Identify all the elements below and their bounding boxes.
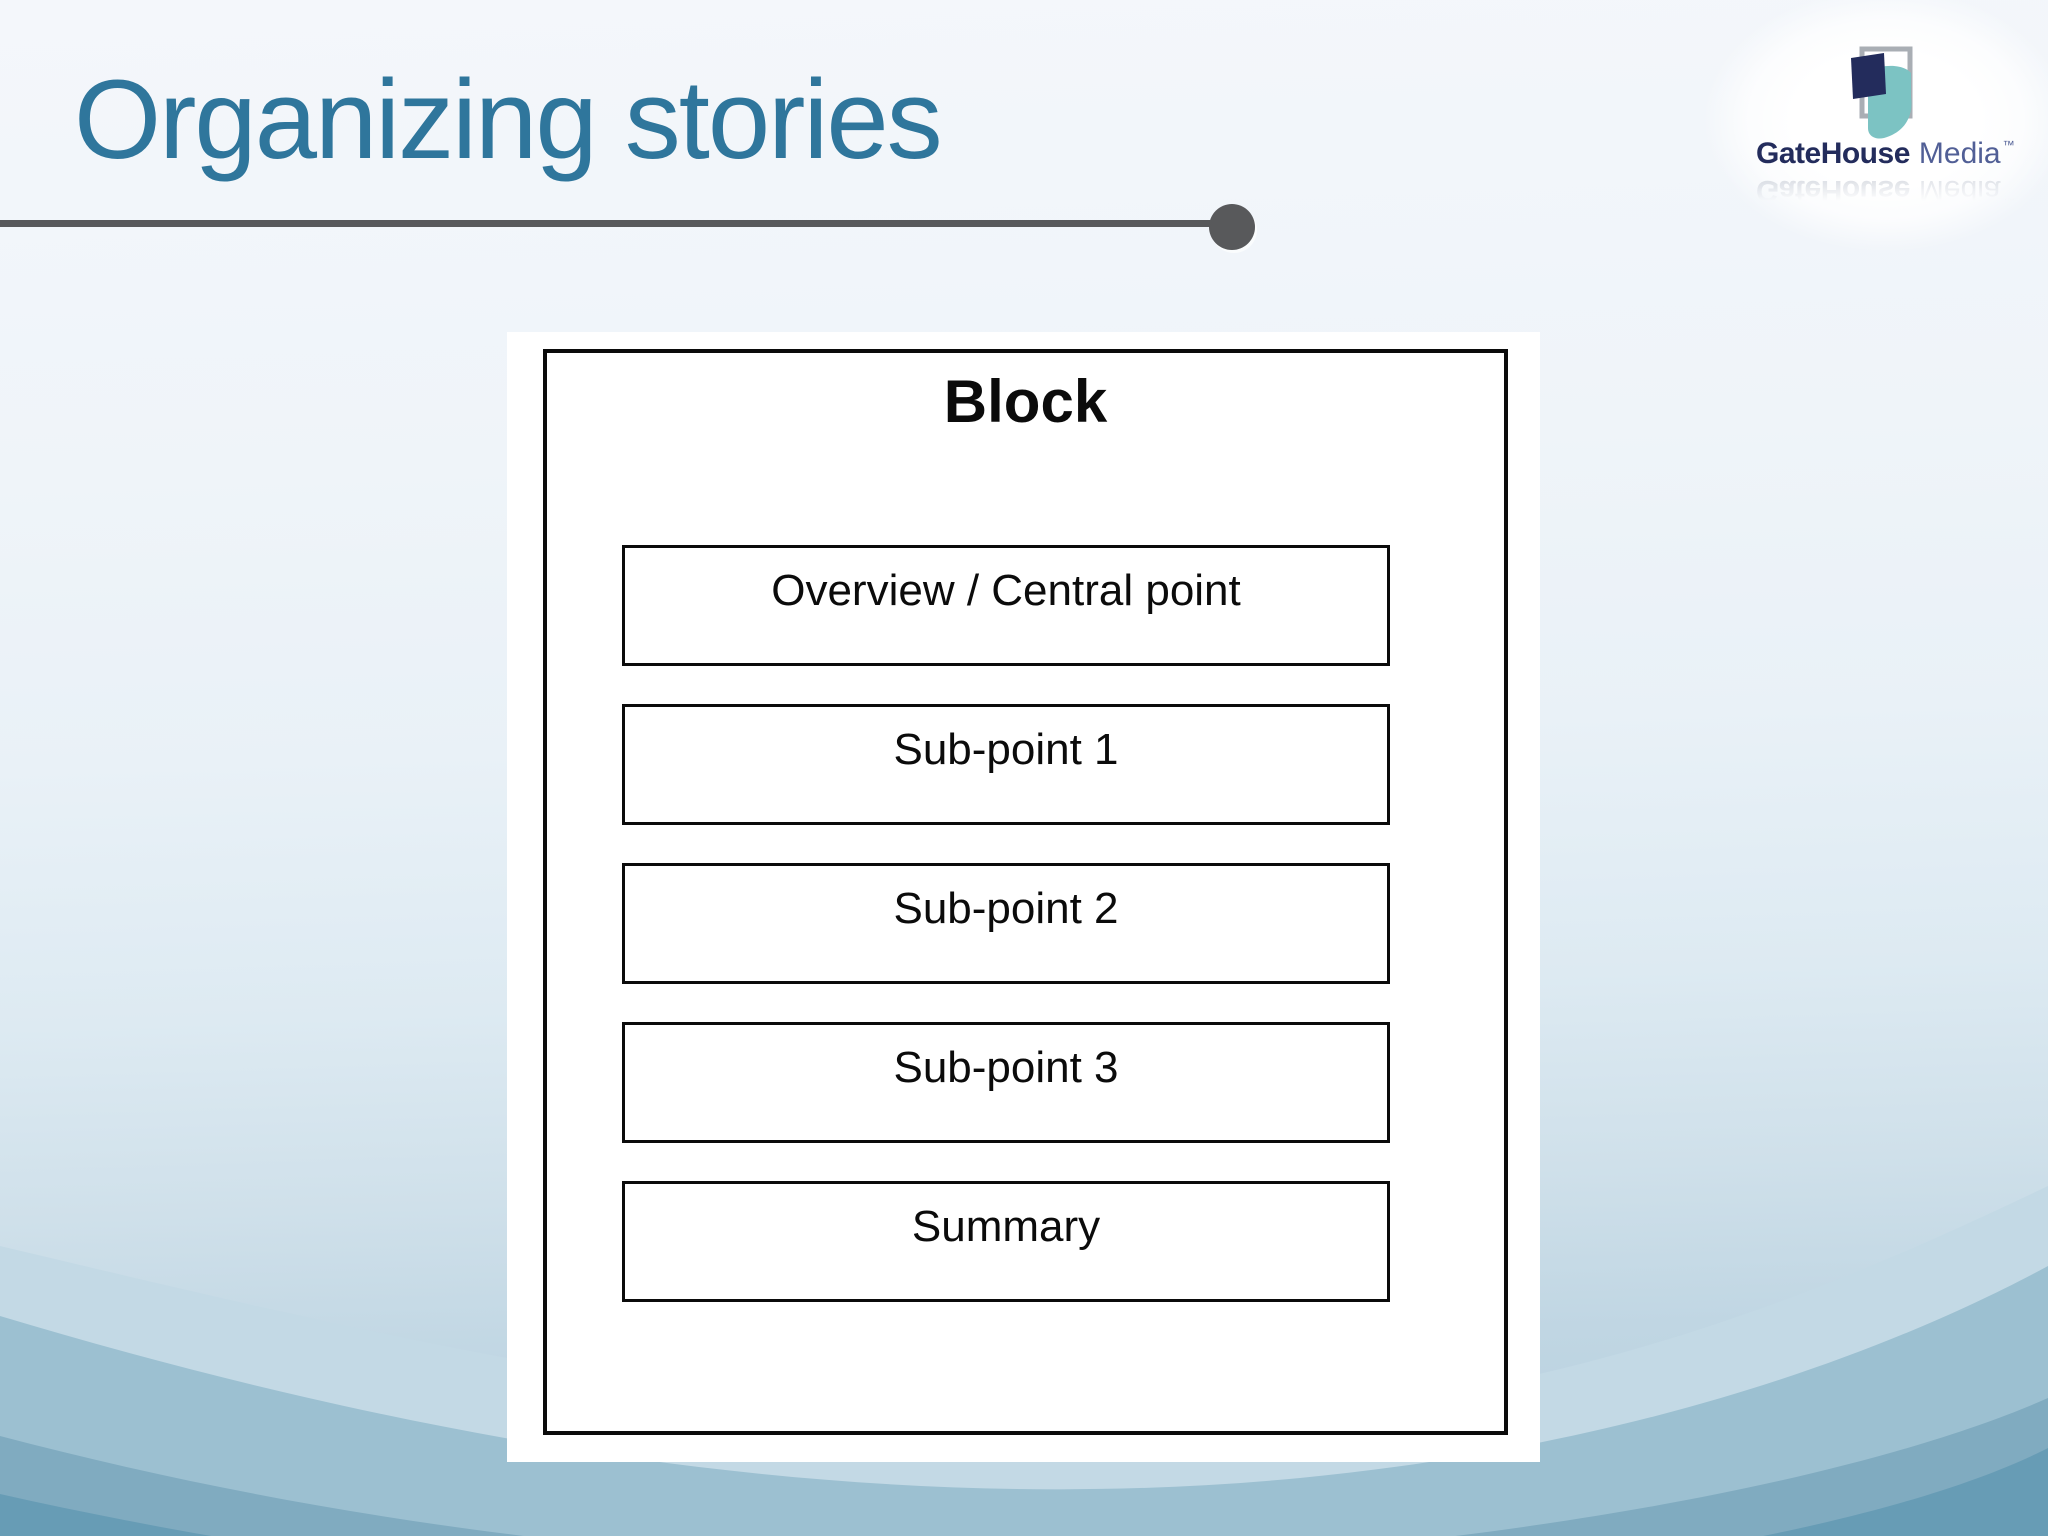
block-outer-frame: Block Overview / Central point Sub-point… xyxy=(543,349,1508,1435)
divider-end-dot xyxy=(1209,204,1255,250)
box-sub-point-3: Sub-point 3 xyxy=(622,1022,1390,1143)
box-label: Sub-point 3 xyxy=(893,1043,1119,1092)
logo-text-gatehouse: GateHouse xyxy=(1756,137,1910,170)
block-heading: Block xyxy=(943,368,1108,435)
box-sub-point-1: Sub-point 1 xyxy=(622,704,1390,825)
logo-trademark: ™ xyxy=(2002,138,2015,152)
slide-title: Organizing stories xyxy=(74,57,943,182)
box-overview-central-point: Overview / Central point xyxy=(622,545,1390,666)
box-label: Overview / Central point xyxy=(771,566,1241,615)
divider-line xyxy=(0,220,1232,227)
gatehouse-book-icon xyxy=(1851,46,1913,139)
logo-text-media: Media xyxy=(1918,137,2001,170)
diagram-panel: Block Overview / Central point Sub-point… xyxy=(507,332,1540,1462)
box-sub-point-2: Sub-point 2 xyxy=(622,863,1390,984)
box-label: Summary xyxy=(911,1202,1101,1251)
box-summary: Summary xyxy=(622,1181,1390,1302)
box-label: Sub-point 2 xyxy=(893,884,1119,933)
box-label: Sub-point 1 xyxy=(893,725,1119,774)
